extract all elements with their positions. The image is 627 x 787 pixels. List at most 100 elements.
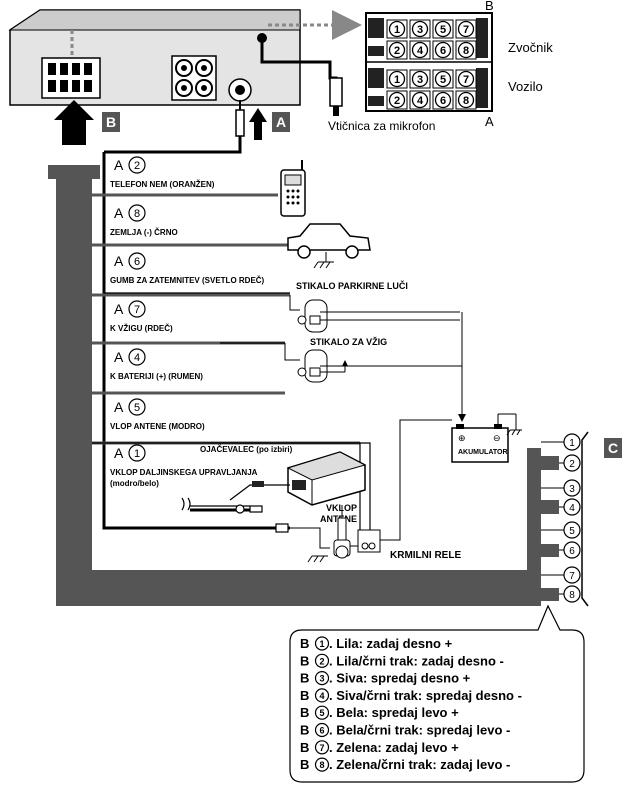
wire-number-circle [128, 252, 146, 270]
wire-number: 4 [134, 352, 140, 364]
wire-number-circle [128, 300, 146, 318]
pin-number: 2 [394, 95, 400, 107]
pin-number: 5 [440, 24, 446, 36]
legend-number-circle [314, 705, 330, 720]
legend-number-circle [314, 670, 330, 686]
connector-top-label: B [485, 0, 494, 13]
svg-text:⊖: ⊖ [493, 433, 501, 443]
tag-c [604, 438, 622, 458]
legend-text: . Bela/črni trak: spredaj levo - [329, 723, 510, 738]
pin-number: 1 [394, 24, 400, 36]
wire-number-circle [128, 204, 146, 222]
legend-number: 5 [319, 708, 324, 718]
wire-text: ZEMLJA (-) ČRNO [110, 228, 178, 237]
legend-text: . Lila: zadaj desno + [329, 636, 453, 651]
speaker-pin-number: 4 [569, 503, 575, 514]
wire-number: 8 [134, 208, 140, 220]
legend-number-circle [314, 740, 330, 755]
arrow-up-a [249, 108, 267, 140]
wire-number-circle [128, 156, 146, 174]
tag-b [102, 112, 120, 132]
ignition-switch-label: STIKALO ZA VŽIG [310, 336, 387, 347]
mic-jack [257, 33, 267, 43]
legend-text: . Zelena/črni trak: zadaj levo - [329, 757, 510, 772]
arrow-up-b [54, 100, 94, 145]
antenna-plug [235, 109, 245, 137]
legend-number-circle [314, 688, 330, 703]
legend-prefix: B [300, 653, 309, 668]
legend-prefix: B [300, 757, 309, 772]
wire-prefix: A [114, 253, 124, 269]
head-unit [8, 9, 362, 106]
parking-switch-icon [289, 295, 460, 333]
wire-text-2: (modro/belo) [110, 479, 159, 488]
speaker-pin-number: 6 [569, 546, 575, 557]
wire-prefix: A [114, 399, 124, 415]
amplifier-icon [229, 451, 367, 506]
tag-a [272, 112, 290, 132]
speaker-pin-number: 5 [569, 526, 575, 537]
pin-number: 7 [463, 74, 469, 86]
legend-number: 3 [319, 674, 324, 684]
phone-icon [280, 160, 306, 217]
legend-text: . Bela: spredaj levo + [329, 705, 459, 720]
speaker-label: Zvočnik [508, 40, 553, 55]
wire-number: 1 [134, 448, 140, 460]
legend-number: 1 [319, 639, 324, 649]
legend-text: . Siva: spredaj desno + [329, 671, 471, 686]
legend-number-circle [314, 757, 330, 772]
wire-text: K VŽIGU (RDEČ) [110, 324, 173, 333]
wire-number: 6 [134, 256, 140, 268]
pin-number: 6 [440, 95, 446, 107]
wire-number: 7 [134, 304, 140, 316]
legend-text: . Zelena: zadaj levo + [329, 740, 459, 755]
pin-number: 2 [394, 45, 400, 57]
pin-number: 5 [440, 74, 446, 86]
mic-plug-label: Vtičnica za mikrofon [328, 119, 435, 133]
legend-prefix: B [300, 740, 309, 755]
vehicle-label: Vozilo [508, 79, 543, 94]
wire-text: K BATERIJI (+) (RUMEN) [110, 372, 203, 381]
speaker-pin-number: 1 [569, 438, 575, 449]
antenna-motor-icon [288, 505, 351, 563]
battery-icon: ⊕ ⊖ [380, 413, 522, 541]
wire-number: 2 [134, 160, 140, 172]
wire-text: VLOP ANTENE (MODRO) [110, 422, 205, 431]
battery-label: AKUMULATOR [458, 449, 508, 456]
parking-switch-label: STIKALO PARKIRNE LUČI [296, 280, 408, 291]
legend-prefix: B [300, 636, 309, 651]
svg-text:A: A [276, 114, 286, 130]
legend-number-circle [314, 636, 330, 651]
wire-number: 5 [134, 402, 140, 414]
speaker-pin-number: 8 [569, 590, 575, 601]
pin-number: 1 [394, 74, 400, 86]
pin-number: 7 [463, 24, 469, 36]
legend-prefix: B [300, 705, 309, 720]
relay-icon [350, 529, 381, 553]
pin-number: 4 [417, 95, 424, 107]
legend-number: 4 [319, 691, 324, 701]
pin-number: 4 [417, 45, 424, 57]
pin-number: 3 [417, 74, 423, 86]
wire-prefix: A [114, 445, 124, 461]
legend-prefix: B [300, 671, 309, 686]
pin-number: 6 [440, 45, 446, 57]
svg-text:⊕: ⊕ [458, 433, 466, 443]
car-icon [287, 223, 371, 269]
speaker-pin-number: 3 [569, 484, 575, 495]
legend-callout [289, 604, 585, 783]
